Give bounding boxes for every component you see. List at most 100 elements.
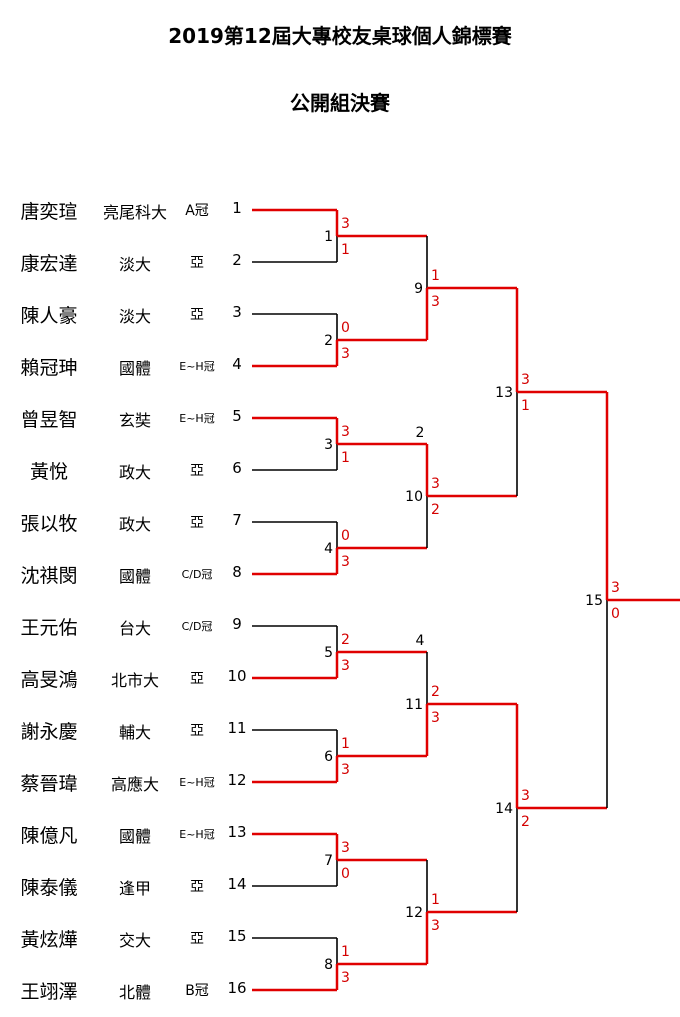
player-school: 逢甲 — [118, 879, 151, 898]
player-row: 高旻鴻 北市大 亞 10 — [0, 665, 260, 691]
player-school: 高應大 — [110, 775, 159, 794]
player-school: 輔大 — [118, 723, 151, 742]
match-score: 2 — [521, 814, 530, 830]
match-score: 1 — [431, 892, 440, 908]
player-name: 賴冠珅 — [20, 357, 78, 379]
player-seed: 16 — [227, 979, 247, 997]
player-name: 康宏達 — [20, 253, 78, 275]
match-score: 3 — [341, 762, 350, 778]
player-name: 高旻鴻 — [20, 669, 78, 691]
player-award: 亞 — [190, 931, 204, 947]
player-seed: 4 — [232, 355, 242, 373]
player-school: 北市大 — [110, 671, 159, 690]
player-name: 王翊澤 — [20, 981, 78, 1003]
player-school: 國體 — [118, 359, 151, 378]
match-score: 3 — [431, 476, 440, 492]
match-score: 3 — [341, 424, 350, 440]
match-number: 5 — [324, 645, 333, 661]
match-number: 10 — [405, 489, 423, 505]
player-school: 台大 — [118, 619, 151, 638]
match-score: 2 — [341, 632, 350, 648]
match-number: 2 — [324, 333, 333, 349]
player-name: 唐奕瑄 — [20, 201, 78, 223]
match-score: 0 — [341, 320, 350, 336]
player-seed: 3 — [232, 303, 242, 321]
player-school: 亮尾科大 — [102, 203, 167, 222]
match-score: 3 — [431, 710, 440, 726]
match-score: 3 — [341, 970, 350, 986]
player-award: E~H冠 — [179, 360, 215, 373]
match-score: 1 — [431, 268, 440, 284]
match-number: 1 — [324, 229, 333, 245]
player-school: 政大 — [118, 463, 151, 482]
match-number: 14 — [495, 801, 513, 817]
match-score: 1 — [341, 944, 350, 960]
match-score: 0 — [341, 528, 350, 544]
match-score: 3 — [521, 372, 530, 388]
player-award: C/D冠 — [181, 620, 213, 633]
player-award: 亞 — [190, 515, 204, 531]
match-number: 6 — [324, 749, 333, 765]
match-score: 1 — [521, 398, 530, 414]
match-score: 2 — [431, 502, 440, 518]
player-award: A冠 — [185, 203, 209, 219]
match-number: 11 — [405, 697, 423, 713]
match-score: 3 — [341, 840, 350, 856]
player-seed: 5 — [232, 407, 242, 425]
player-seed: 7 — [232, 511, 242, 529]
player-school: 政大 — [118, 515, 151, 534]
player-award: E~H冠 — [179, 776, 215, 789]
match-number: 4 — [324, 541, 333, 557]
player-name: 沈祺閔 — [20, 565, 78, 587]
match-score: 3 — [431, 918, 440, 934]
tournament-title: 2019第12屆大專校友桌球個人錦標賽 — [168, 24, 512, 48]
match-score: 1 — [341, 242, 350, 258]
match-score: 3 — [611, 580, 620, 596]
match-number: 9 — [414, 281, 423, 297]
match-score: 0 — [611, 606, 620, 622]
player-award: 亞 — [190, 671, 204, 687]
player-seed: 2 — [232, 251, 242, 269]
player-award: 亞 — [190, 463, 204, 479]
player-row: 賴冠珅 國體 E~H冠 4 — [0, 353, 260, 379]
player-school: 國體 — [118, 567, 151, 586]
match-number: 12 — [405, 905, 423, 921]
player-seed: 6 — [232, 459, 242, 477]
player-seed: 10 — [227, 667, 247, 685]
player-seed: 1 — [232, 199, 242, 217]
match-number: 8 — [324, 957, 333, 973]
player-award: 亞 — [190, 879, 204, 895]
bracket-label: 4 — [416, 633, 425, 649]
player-school: 國體 — [118, 827, 151, 846]
player-award: C/D冠 — [181, 568, 213, 581]
player-name: 陳億凡 — [20, 825, 78, 847]
player-award: 亞 — [190, 723, 204, 739]
tournament-subtitle: 公開組決賽 — [290, 91, 390, 115]
player-award: B冠 — [185, 983, 209, 999]
player-name: 陳人豪 — [20, 305, 78, 327]
match-number: 3 — [324, 437, 333, 453]
player-school: 淡大 — [118, 255, 151, 274]
match-score: 1 — [341, 450, 350, 466]
player-name: 王元佑 — [20, 617, 78, 639]
match-score: 3 — [341, 658, 350, 674]
bracket-label: 2 — [416, 425, 425, 441]
player-seed: 15 — [227, 927, 247, 945]
match-score: 3 — [341, 346, 350, 362]
player-name: 黃炫燁 — [20, 929, 78, 951]
player-name: 蔡晉瑋 — [20, 773, 78, 795]
player-row: 沈祺閔 國體 C/D冠 8 — [0, 561, 260, 587]
match-number: 15 — [585, 593, 603, 609]
match-score: 2 — [431, 684, 440, 700]
player-seed: 12 — [227, 771, 247, 789]
player-seed: 8 — [232, 563, 242, 581]
